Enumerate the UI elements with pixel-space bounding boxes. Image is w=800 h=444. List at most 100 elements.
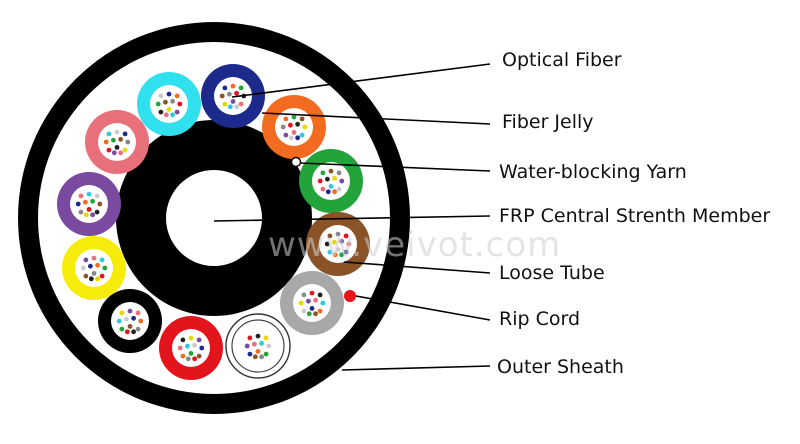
optical-fiber [339, 252, 344, 258]
optical-fiber [335, 231, 341, 237]
optical-fiber [252, 341, 257, 347]
optical-fiber [106, 131, 112, 137]
optical-fiber [78, 209, 84, 215]
optical-fiber [99, 257, 105, 263]
optical-fiber [227, 91, 232, 97]
optical-fiber [328, 168, 334, 174]
optical-fiber [339, 178, 345, 184]
optical-fiber [317, 308, 323, 314]
fiber-jelly [239, 327, 277, 365]
optical-fiber [295, 121, 300, 127]
optical-fiber [255, 333, 261, 339]
fiber-jelly [293, 284, 331, 322]
loose-tube-violet [57, 172, 121, 236]
label-fiber-jelly: Fiber Jelly [502, 111, 594, 133]
optical-fiber [335, 247, 341, 252]
optical-fiber [80, 265, 86, 271]
fiber-jelly [312, 162, 350, 200]
optical-fiber [291, 114, 297, 120]
optical-fiber [103, 139, 109, 145]
callout-line-rip-cord [355, 295, 491, 321]
optical-fiber [174, 93, 180, 99]
optical-fiber [301, 292, 307, 298]
callout-line-outer-sheath [341, 365, 491, 371]
optical-fiber [97, 201, 103, 207]
optical-fiber [125, 139, 131, 145]
optical-fiber [336, 170, 342, 176]
optical-fiber [255, 349, 261, 354]
loose-tube-yellow [62, 236, 126, 300]
loose-tube-aqua [137, 72, 201, 136]
optical-fiber [188, 335, 194, 341]
optical-fiber [155, 101, 161, 107]
optical-fiber [309, 290, 315, 296]
optical-fiber [230, 83, 236, 89]
optical-fiber [299, 116, 305, 122]
optical-fiber [291, 130, 297, 135]
optical-fiber [288, 122, 293, 128]
optical-fiber [325, 189, 331, 195]
optical-fiber [90, 198, 95, 204]
optical-fiber [332, 239, 337, 245]
optical-fiber [177, 101, 183, 107]
optical-fiber [188, 351, 194, 356]
optical-fiber [131, 329, 137, 335]
optical-fiber [106, 147, 112, 153]
optical-fiber [346, 241, 352, 247]
label-water-blocking-yarn: Water-blocking Yarn [499, 161, 687, 183]
optical-fiber [263, 335, 269, 341]
optical-fiber [94, 193, 100, 199]
optical-fiber [259, 340, 264, 346]
label-optical-fiber: Optical Fiber [502, 49, 622, 71]
loose-tube-rose [85, 110, 149, 174]
optical-fiber [263, 351, 269, 357]
optical-fiber [119, 310, 125, 316]
callout-line-optical-fiber [231, 63, 491, 98]
optical-fiber [283, 132, 289, 138]
optical-fiber [86, 207, 92, 212]
optical-fiber [192, 342, 198, 348]
fiber-jelly [214, 77, 252, 115]
optical-fiber [114, 129, 120, 135]
optical-fiber [90, 212, 95, 218]
optical-fiber [78, 193, 84, 199]
optical-fiber [238, 85, 244, 91]
optical-fiber [88, 263, 93, 269]
rip-cord [344, 290, 356, 302]
optical-fiber [166, 91, 172, 97]
optical-fiber [199, 345, 205, 351]
optical-fiber [174, 109, 180, 115]
optical-fiber [222, 101, 228, 107]
optical-fiber [180, 337, 186, 343]
optical-fiber [75, 201, 81, 207]
water-blocking-yarn [290, 156, 302, 168]
loose-tubes [57, 64, 370, 380]
optical-fiber [111, 137, 116, 143]
optical-fiber [118, 150, 123, 156]
optical-fiber [118, 136, 123, 142]
optical-fiber [313, 297, 318, 303]
optical-fiber [343, 249, 349, 255]
optical-fiber [320, 186, 326, 192]
label-frp-member: FRP Central Strenth Member [499, 205, 770, 227]
optical-fiber [122, 147, 128, 153]
callout-lines [213, 63, 491, 371]
optical-fiber [91, 271, 97, 276]
callout-line-water-blocking-yarn [299, 162, 491, 172]
optical-fiber [252, 354, 258, 360]
optical-fiber [86, 191, 92, 197]
optical-fiber [138, 318, 144, 324]
optical-fiber [170, 98, 176, 104]
optical-fiber [332, 252, 338, 258]
optical-fiber [309, 306, 315, 311]
optical-fiber [180, 353, 186, 359]
optical-fiber [95, 276, 100, 282]
watermark: www.veivot.com [268, 225, 561, 265]
optical-fiber [163, 99, 168, 105]
optical-fiber [158, 93, 164, 99]
callout-line-loose-tube [343, 261, 491, 274]
optical-fiber [222, 85, 228, 91]
optical-fiber [114, 145, 120, 150]
optical-fiber [219, 93, 225, 99]
